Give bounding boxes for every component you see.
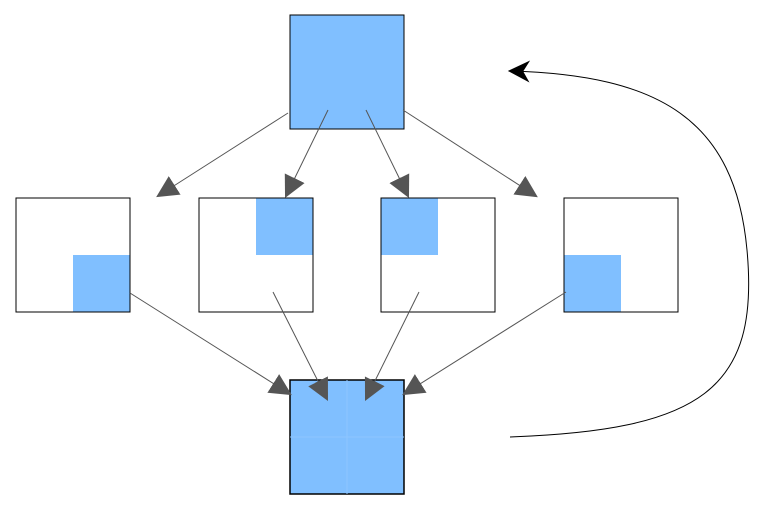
quadrant-box-2-fill (256, 198, 313, 255)
bottom-box (289, 379, 405, 495)
quadrant-box-4 (563, 197, 679, 313)
arrow-top-to-quadrant-1 (156, 112, 289, 198)
arrow-top-to-quadrant-2 (284, 109, 329, 198)
quadrant-box-4-fill (564, 255, 621, 312)
merge-arrows (129, 291, 567, 401)
top-box (289, 14, 405, 130)
quadrant-box-1 (15, 197, 131, 313)
quadrant-box-2 (198, 197, 314, 313)
top-box-fill (289, 14, 405, 130)
arrow-quadrant-1-to-bottom (129, 292, 292, 396)
cycle-arrow-bottom-to-top (507, 60, 750, 438)
arrow-top-to-quadrant-4 (402, 109, 538, 198)
arrow-quadrant-3-to-bottom (364, 291, 420, 401)
arrow-top-to-quadrant-3 (365, 109, 410, 198)
arrow-quadrant-4-to-bottom (402, 291, 567, 396)
split-arrows (156, 109, 538, 198)
quadrant-box-1-fill (73, 255, 130, 312)
quadrant-box-3-fill (381, 198, 438, 255)
arrow-quadrant-2-to-bottom (272, 291, 328, 401)
quadrant-box-3 (380, 197, 496, 313)
